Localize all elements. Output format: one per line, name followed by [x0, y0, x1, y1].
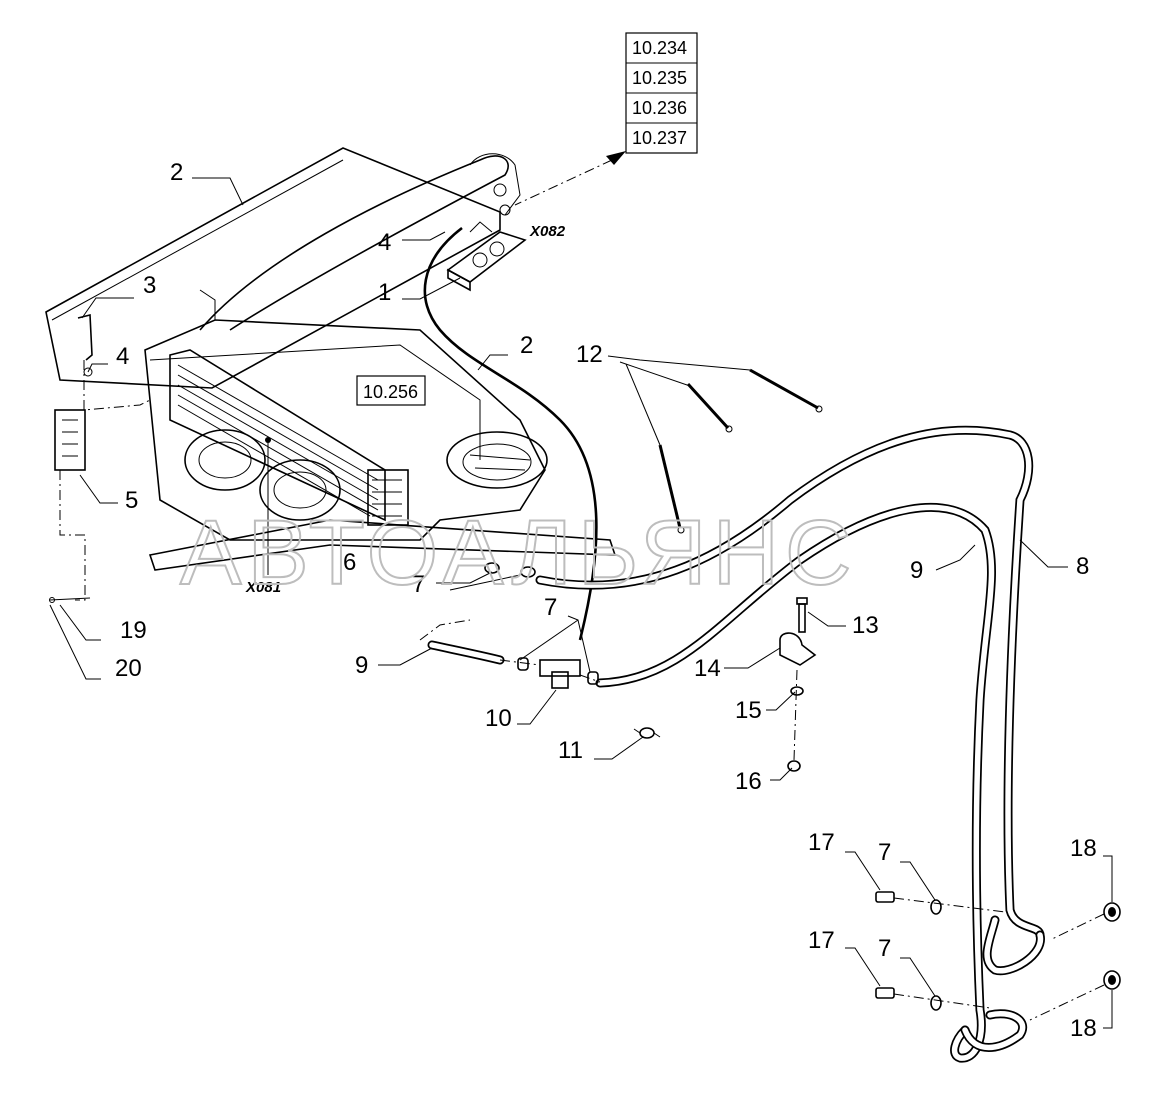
callout-4: 4: [378, 229, 391, 256]
ref-10-256: 10.256: [363, 382, 418, 402]
callout-17: 17: [808, 927, 835, 954]
grommet: [1103, 970, 1121, 990]
callout-3: 3: [143, 272, 156, 299]
callout-14: 14: [694, 655, 721, 682]
pipe-connector: [875, 891, 895, 903]
callout-18: 18: [1070, 835, 1097, 862]
callout-5: 5: [125, 487, 138, 514]
washer: [790, 686, 804, 696]
callout-1: 1: [378, 279, 391, 306]
reference-box-stack[interactable]: 10.234 10.235 10.236 10.237: [625, 32, 698, 154]
spring-clip: [633, 727, 661, 739]
ref-10-237: 10.237: [632, 128, 687, 148]
callout-18: 18: [1070, 1015, 1097, 1042]
callout-12: 12: [576, 341, 603, 368]
ref-10-236: 10.236: [632, 98, 687, 118]
callout-7: 7: [544, 594, 557, 621]
callout-20: 20: [115, 655, 142, 682]
callout-8: 8: [1076, 553, 1089, 580]
hose-8: [535, 425, 1045, 976]
heater-reference-box[interactable]: 10.256: [356, 375, 426, 406]
dash-line: [514, 159, 613, 206]
connector-label-x081: X081: [245, 579, 281, 596]
bolt: [796, 597, 808, 633]
dash-line: [1029, 984, 1105, 1021]
callout-15: 15: [735, 697, 762, 724]
callout-19: 19: [120, 617, 147, 644]
callout-11: 11: [558, 737, 583, 764]
dash-line: [793, 669, 798, 761]
switch-x082: [446, 221, 527, 292]
callout-2: 2: [170, 159, 183, 186]
hose-clip: [779, 632, 817, 666]
arrow-head-icon: [606, 151, 626, 165]
ref-10-235: 10.235: [632, 68, 687, 88]
callout-2: 2: [520, 332, 533, 359]
water-valve: [499, 657, 601, 689]
hose-clamp: [930, 995, 942, 1011]
heater-blower-unit: [144, 289, 617, 571]
harness-cover-panel: [45, 147, 521, 389]
ref-10-234: 10.234: [632, 38, 687, 58]
callout-labels: 2 3 4 4 1 2 12 5 6 7 7 9 8 9 13 14 15 10…: [115, 159, 1097, 1042]
pipe-connector: [875, 987, 895, 999]
callout-7: 7: [412, 571, 425, 598]
callout-7: 7: [878, 839, 891, 866]
wire-end: [265, 437, 271, 443]
cable-ties: [658, 368, 823, 534]
nut: [787, 760, 801, 772]
hose-clamp: [520, 566, 536, 578]
callout-9: 9: [355, 652, 368, 679]
grommet: [1103, 902, 1121, 922]
callout-16: 16: [735, 768, 762, 795]
callout-7: 7: [878, 935, 891, 962]
callout-9: 9: [910, 557, 923, 584]
dash-line: [893, 993, 991, 1009]
hose-clamp: [930, 899, 942, 915]
callout-4: 4: [116, 343, 129, 370]
connector-label-x082: X082: [529, 223, 566, 240]
callout-17: 17: [808, 829, 835, 856]
dash-line: [1049, 913, 1105, 941]
dash-line: [893, 897, 1006, 913]
watermark: АВТОАЛЬЯНС: [180, 502, 858, 604]
side-bracket: [49, 313, 151, 603]
callout-10: 10: [485, 705, 512, 732]
hose-clamp: [484, 562, 500, 574]
hose-9: [427, 502, 1027, 1063]
cable: [423, 226, 598, 641]
leader-lines: [49, 177, 1113, 1029]
dash-line: [419, 619, 471, 641]
callout-6: 6: [343, 549, 356, 576]
callout-13: 13: [852, 612, 879, 639]
